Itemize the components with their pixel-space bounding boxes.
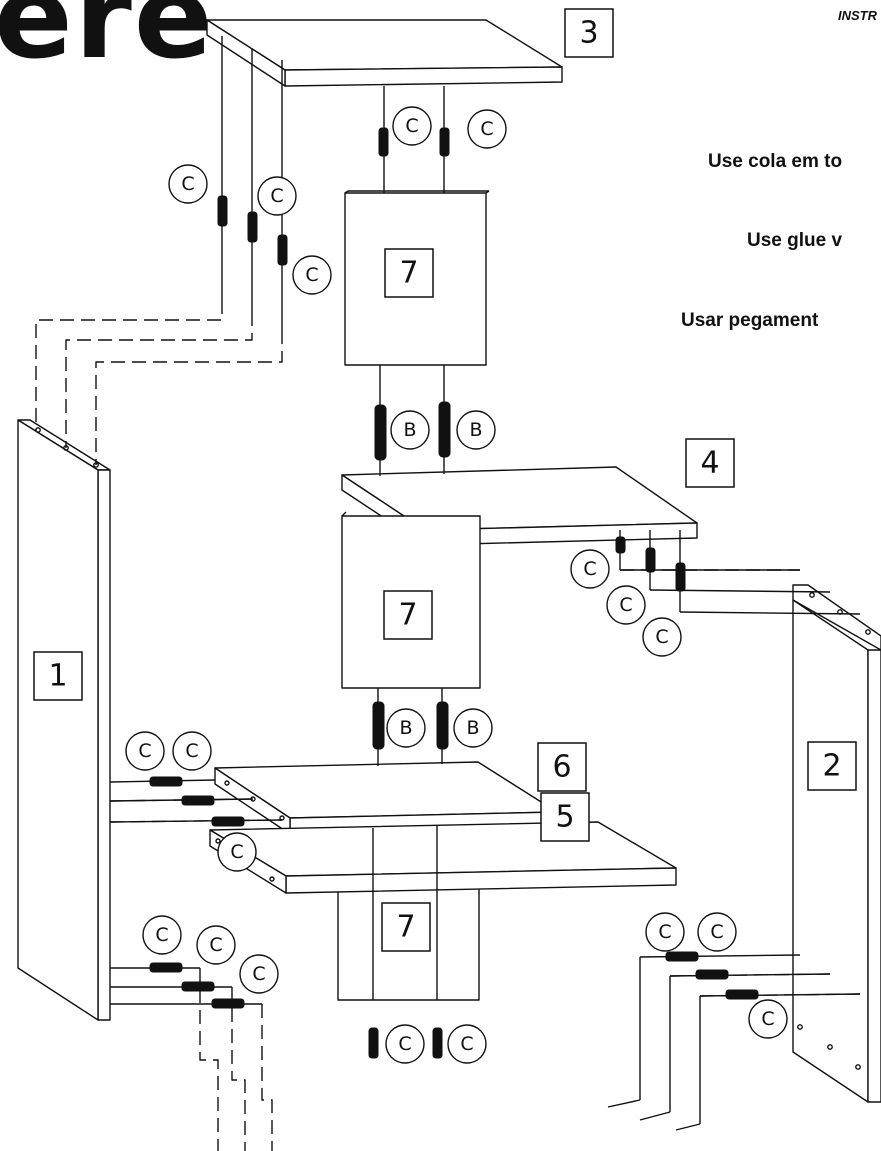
panel-right-side [792,584,881,1103]
dowels [149,127,759,1059]
glue-note-english: Use glue v [747,230,843,251]
panel-top [206,19,563,87]
door-upper [344,190,490,366]
panel-left-side [17,419,111,1021]
glue-note-portuguese: Use cola em to [708,151,843,172]
door-middle [341,511,481,689]
panel-middle-shelf [341,466,698,546]
panel-bottom [209,821,677,894]
glue-note-spanish: Usar pegament [681,310,819,331]
instructions-header: INSTR [838,8,877,23]
panel-lower-shelf [214,761,558,835]
brand-logo-text: ere [0,0,215,85]
